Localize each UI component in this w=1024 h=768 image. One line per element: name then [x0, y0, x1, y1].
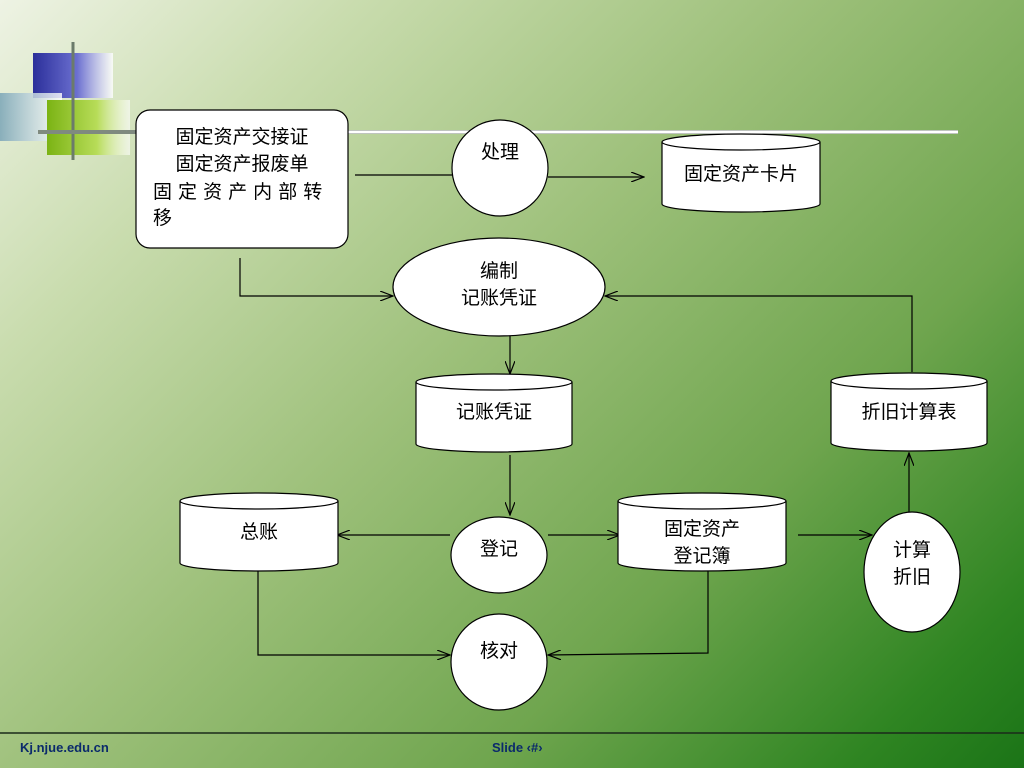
calc-depreciation-line-1: 计算: [893, 539, 931, 561]
reconcile-label: 核对: [480, 640, 518, 662]
general-ledger-label: 总账: [240, 521, 278, 543]
source-docs-line-4: 移: [153, 207, 172, 229]
arrow-source-to-compile: [239, 258, 393, 296]
arrow-book-to-reconcile: [548, 570, 709, 655]
asset-register-book-line-1: 固定资产: [664, 518, 740, 540]
compile-voucher-line-2: 记账凭证: [461, 287, 537, 309]
asset-register-book-line-2: 登记簿: [673, 545, 730, 567]
calc-depreciation-node: 计算 折旧: [863, 511, 961, 633]
depreciation-table-label: 折旧计算表: [861, 401, 956, 423]
connectors: [239, 175, 913, 655]
compile-voucher-node: 编制 记账凭证: [392, 237, 606, 337]
process-label: 处理: [481, 141, 519, 163]
calc-depreciation-line-2: 折旧: [893, 566, 931, 588]
register-label: 登记: [480, 538, 518, 560]
reconcile-node: 核对: [450, 613, 548, 711]
register-node: 登记: [450, 516, 548, 594]
source-documents-box: 固定资产交接证 固定资产报废单 固 定 资 产 内 部 转 移: [135, 109, 349, 249]
footer-site: Kj.njue.edu.cn: [20, 740, 109, 755]
general-ledger-store: 总账: [179, 492, 339, 572]
source-docs-line-1: 固定资产交接证: [175, 126, 308, 148]
arrow-ledger-to-reconcile: [257, 570, 450, 655]
source-docs-line-2: 固定资产报废单: [175, 153, 308, 175]
process-node: 处理: [451, 119, 549, 217]
depreciation-table-store: 折旧计算表: [830, 372, 988, 452]
asset-register-book-store: 固定资产 登记簿: [617, 492, 787, 572]
asset-card-store: 固定资产卡片: [661, 133, 821, 213]
corner-decoration: [0, 42, 130, 160]
asset-card-label: 固定资产卡片: [684, 163, 798, 185]
footer-slide-number: Slide ‹#›: [492, 740, 543, 755]
source-docs-line-3: 固 定 资 产 内 部 转: [153, 181, 322, 203]
voucher-store: 记账凭证: [415, 373, 573, 453]
compile-voucher-line-1: 编制: [480, 260, 518, 282]
voucher-label: 记账凭证: [456, 401, 532, 423]
arrow-table-to-compile: [605, 296, 913, 372]
